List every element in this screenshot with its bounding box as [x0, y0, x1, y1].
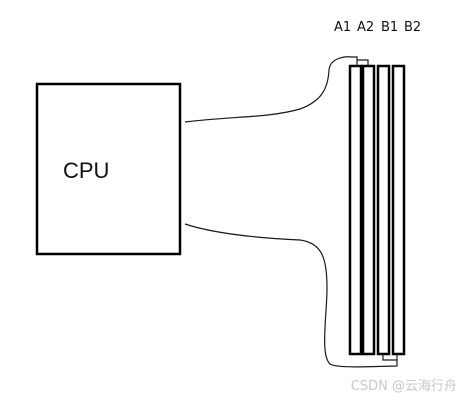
slot-label-b1: B1 [381, 20, 399, 35]
lower-channel-line [184, 223, 398, 368]
slot-label-a2: A2 [357, 20, 375, 35]
cpu-label: CPU [63, 158, 110, 183]
memory-slot-b2 [391, 64, 406, 356]
memory-slot-b1 [376, 64, 391, 356]
slot-label-b2: B2 [404, 20, 422, 35]
upper-channel-line [184, 56, 358, 123]
upper-slot-bracket [357, 59, 369, 67]
slot-label-a1: A1 [334, 20, 352, 35]
memory-slot-a2 [361, 64, 376, 356]
cpu-box [35, 82, 182, 256]
lower-slot-bracket [382, 354, 397, 361]
watermark-text: CSDN @云海行舟 [350, 379, 457, 394]
memory-slot-a1 [348, 64, 363, 356]
